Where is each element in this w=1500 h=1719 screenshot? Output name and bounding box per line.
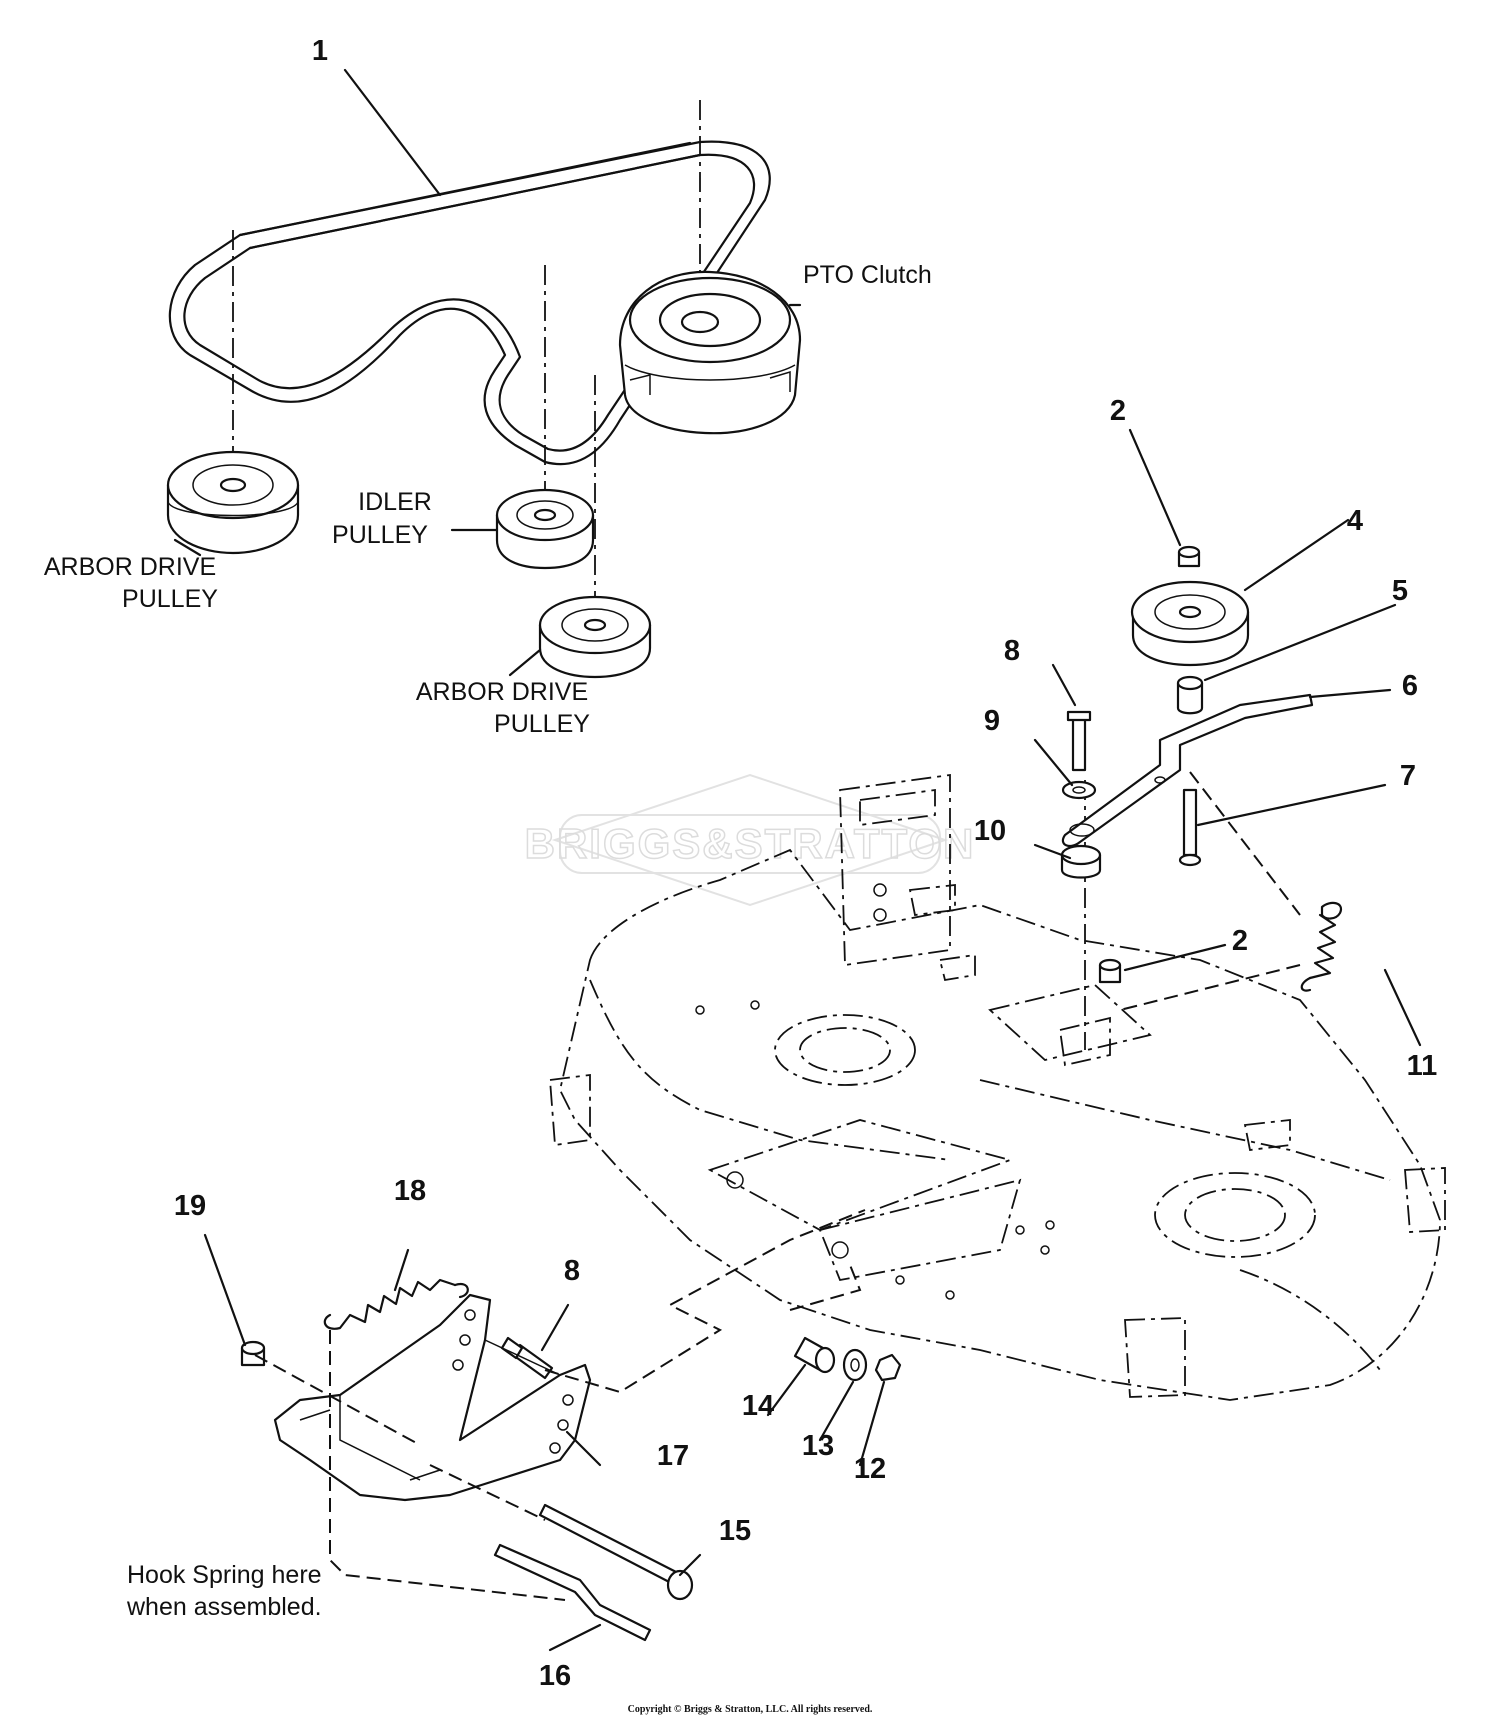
label-idler-line2: PULLEY — [332, 521, 428, 549]
callout-9: 9 — [984, 705, 1000, 737]
callout-12: 12 — [854, 1453, 886, 1485]
center-lines — [232, 100, 1086, 1050]
leader-lines — [173, 68, 1422, 1652]
watermark-text: BRIGGS&STRATTON — [525, 820, 976, 867]
watermark-logo: BRIGGS&STRATTON — [524, 773, 976, 907]
callout-2-lower: 2 — [1232, 925, 1248, 957]
label-arbor-mid-line2: PULLEY — [494, 710, 590, 738]
label-arbor-left-line2: PULLEY — [122, 585, 218, 613]
callout-17: 17 — [657, 1440, 689, 1472]
arbor-drive-pulley-middle — [538, 595, 652, 679]
lift-bracket-assembly — [240, 1209, 902, 1642]
callout-6: 6 — [1402, 670, 1418, 702]
callout-11: 11 — [1407, 1050, 1438, 1082]
callout-16: 16 — [539, 1660, 571, 1692]
copyright-text: Copyright © Briggs & Stratton, LLC. All … — [628, 1704, 873, 1715]
callout-8-lower: 8 — [564, 1255, 580, 1287]
callout-10: 10 — [974, 815, 1006, 847]
callout-7: 7 — [1400, 760, 1416, 792]
label-pto-clutch: PTO Clutch — [803, 261, 932, 289]
label-arbor-mid-line1: ARBOR DRIVE — [416, 678, 588, 706]
idler-assembly — [1060, 545, 1343, 1011]
label-hook-note-line2: when assembled. — [126, 1593, 322, 1621]
callout-8-top: 8 — [1004, 635, 1020, 667]
callout-1: 1 — [312, 35, 328, 67]
label-idler-line1: IDLER — [358, 488, 432, 516]
callout-14: 14 — [742, 1390, 774, 1422]
callout-18: 18 — [394, 1175, 426, 1207]
callout-5: 5 — [1392, 575, 1408, 607]
mower-deck — [549, 773, 1446, 1401]
callout-15: 15 — [719, 1515, 751, 1547]
label-arbor-left-line1: ARBOR DRIVE — [44, 553, 216, 581]
label-hook-note-line1: Hook Spring here — [127, 1561, 322, 1589]
callout-2-top: 2 — [1110, 395, 1126, 427]
text-labels: PTO Clutch IDLER PULLEY ARBOR DRIVE PULL… — [44, 261, 932, 1621]
idler-pulley-upper — [495, 488, 595, 570]
arbor-drive-pulley-left — [166, 450, 300, 555]
callout-13: 13 — [802, 1430, 834, 1462]
callout-19: 19 — [174, 1190, 206, 1222]
pto-clutch — [618, 270, 802, 435]
callout-4: 4 — [1347, 505, 1363, 537]
callout-numbers: 1 2 4 5 6 7 8 9 10 2 11 19 18 8 17 14 13… — [174, 35, 1437, 1692]
